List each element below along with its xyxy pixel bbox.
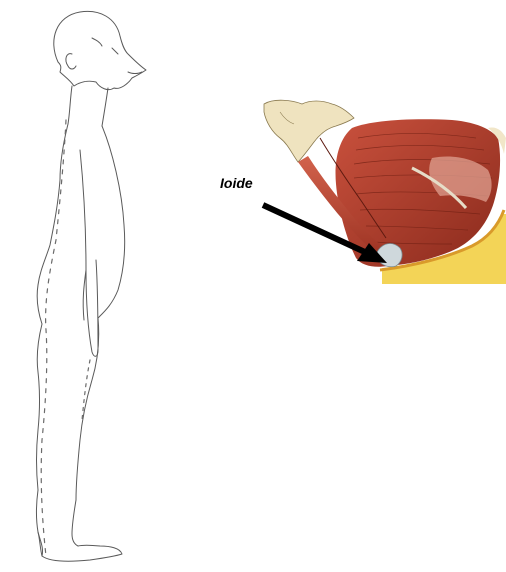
front-outline	[98, 126, 125, 318]
neck-outline	[68, 86, 72, 124]
hyoid-label: Ioide	[220, 176, 253, 190]
arm-outline	[80, 150, 98, 356]
hip-outline	[37, 324, 43, 490]
foot-outline	[42, 545, 122, 561]
head-outline	[54, 11, 146, 89]
leg-front-outline	[72, 500, 78, 546]
ear-outline	[66, 54, 76, 69]
standing-body-outline	[0, 0, 200, 572]
gravity-line	[41, 120, 66, 556]
hyoid-arrow	[255, 195, 395, 270]
